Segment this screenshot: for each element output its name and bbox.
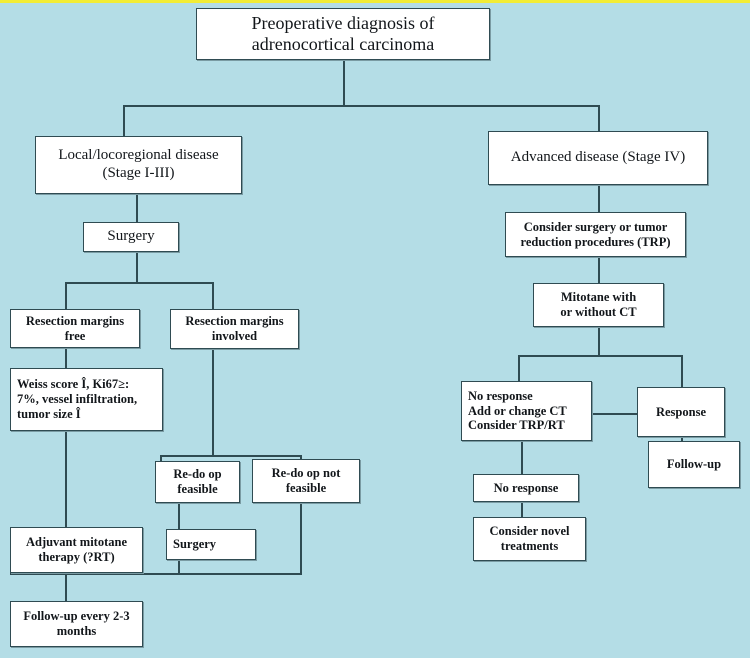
node-no-response-1[interactable]: No response Add or change CT Consider TR… xyxy=(461,381,592,441)
node-mitotane-ct-label: Mitotane with or without CT xyxy=(560,290,637,319)
edge-weiss-to-adjuvant xyxy=(65,431,67,527)
edge-to-margins-free xyxy=(65,282,67,309)
node-follow-up-schedule[interactable]: Follow-up every 2-3 months xyxy=(10,601,143,647)
edge-mitotane-down xyxy=(598,327,600,356)
edge-adjuvant-to-followup xyxy=(65,573,67,601)
edge-to-advanced-disease xyxy=(598,105,600,131)
edge-surgery-split-bar xyxy=(65,282,214,284)
node-consider-novel-label: Consider novel treatments xyxy=(489,524,570,553)
node-redo-feasible-label: Re-do op feasible xyxy=(173,467,222,496)
node-root[interactable]: Preoperative diagnosis of adrenocortical… xyxy=(196,8,490,60)
node-surgery-primary-label: Surgery xyxy=(107,228,155,245)
edge-left-bottom-merge-bar xyxy=(10,573,302,575)
edge-to-response xyxy=(681,355,683,387)
node-surgery-redo-label: Surgery xyxy=(173,537,217,552)
node-local-disease[interactable]: Local/locoregional disease (Stage I-III) xyxy=(35,136,242,194)
edge-local-to-surgery xyxy=(136,194,138,222)
edge-root-split-bar xyxy=(123,105,600,107)
edge-root-down xyxy=(343,60,345,106)
edge-to-redo-not-feasible xyxy=(300,455,302,461)
edge-no-response-2-to-novel xyxy=(521,502,523,517)
edge-redo-not-feasible-down xyxy=(300,503,302,574)
node-redo-not-feasible[interactable]: Re-do op not feasible xyxy=(252,459,360,503)
edge-surgery-redo-down xyxy=(178,560,180,574)
top-accent-rule xyxy=(0,0,750,3)
node-weiss-score-label: Weiss score Î, Ki67≥: 7%, vessel infiltr… xyxy=(17,377,138,421)
node-local-disease-label: Local/locoregional disease (Stage I-III) xyxy=(58,147,219,181)
node-advanced-disease[interactable]: Advanced disease (Stage IV) xyxy=(488,131,708,185)
node-margins-free-label: Resection margins free xyxy=(25,313,125,343)
node-follow-up-response[interactable]: Follow-up xyxy=(648,441,740,488)
edge-advanced-to-consider xyxy=(598,185,600,212)
edge-surgery-down xyxy=(136,252,138,283)
node-consider-novel[interactable]: Consider novel treatments xyxy=(473,517,586,561)
edge-no-response-to-response xyxy=(592,413,642,415)
node-no-response-2[interactable]: No response xyxy=(473,474,579,502)
edge-to-redo-feasible xyxy=(160,455,162,461)
node-no-response-2-label: No response xyxy=(493,480,559,495)
node-follow-up-response-label: Follow-up xyxy=(666,457,722,472)
node-follow-up-schedule-label: Follow-up every 2-3 months xyxy=(23,609,130,638)
edge-no-response-1-to-no-response-2 xyxy=(521,441,523,474)
edge-to-no-response-1 xyxy=(518,355,520,381)
node-adjuvant-mitotane-label: Adjuvant mitotane therapy (?RT) xyxy=(25,535,128,564)
edge-margins-involved-down xyxy=(212,349,214,456)
node-root-label: Preoperative diagnosis of adrenocortical… xyxy=(251,12,435,54)
node-no-response-1-label: No response Add or change CT Consider TR… xyxy=(468,388,567,433)
node-margins-involved[interactable]: Resection margins involved xyxy=(170,309,299,349)
node-margins-involved-label: Resection margins involved xyxy=(185,314,284,343)
edge-margins-free-to-weiss xyxy=(65,348,67,368)
edge-to-local-disease xyxy=(123,105,125,136)
node-response-label: Response xyxy=(655,404,706,419)
node-weiss-score[interactable]: Weiss score Î, Ki67≥: 7%, vessel infiltr… xyxy=(10,368,163,431)
node-redo-feasible[interactable]: Re-do op feasible xyxy=(155,461,240,503)
node-surgery-primary[interactable]: Surgery xyxy=(83,222,179,252)
node-adjuvant-mitotane[interactable]: Adjuvant mitotane therapy (?RT) xyxy=(10,527,143,573)
edge-to-margins-involved xyxy=(212,282,214,309)
node-surgery-redo[interactable]: Surgery xyxy=(166,529,256,560)
node-consider-surgery-trp-label: Consider surgery or tumor reduction proc… xyxy=(520,219,671,249)
edge-consider-to-mitotane xyxy=(598,257,600,283)
node-advanced-disease-label: Advanced disease (Stage IV) xyxy=(510,149,686,166)
node-consider-surgery-trp[interactable]: Consider surgery or tumor reduction proc… xyxy=(505,212,686,257)
edge-mitotane-split-bar xyxy=(518,355,683,357)
node-mitotane-ct[interactable]: Mitotane with or without CT xyxy=(533,283,664,327)
edge-redo-feasible-to-surgery xyxy=(178,503,180,529)
node-margins-free[interactable]: Resection margins free xyxy=(10,309,140,348)
node-redo-not-feasible-label: Re-do op not feasible xyxy=(271,466,341,495)
node-response[interactable]: Response xyxy=(637,387,725,437)
edge-redo-split-bar xyxy=(160,455,301,457)
